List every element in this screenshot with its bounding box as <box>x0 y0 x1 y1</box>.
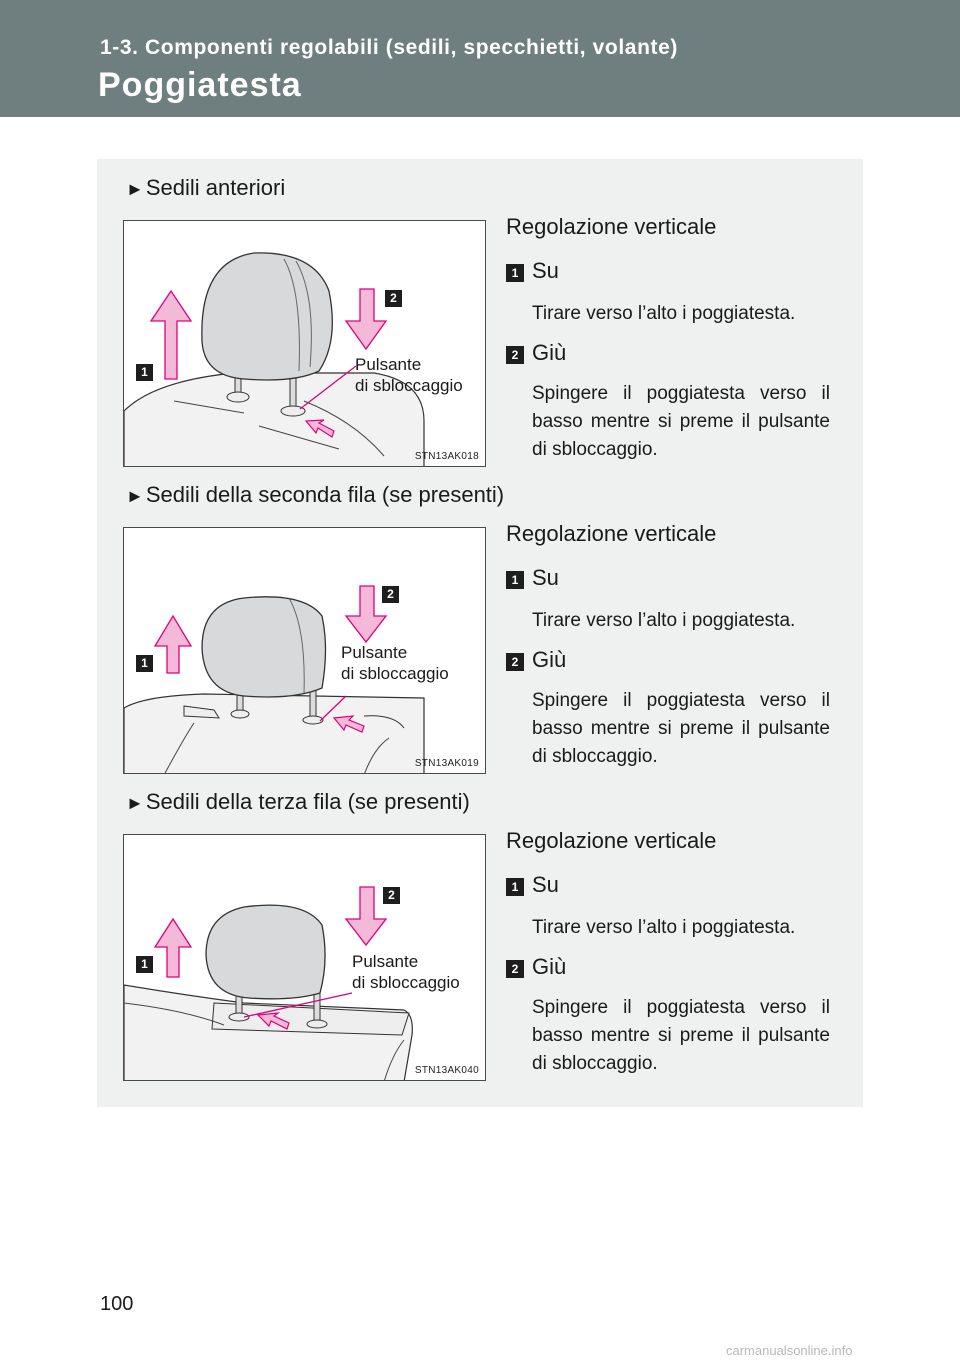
page-number: 100 <box>100 1293 134 1315</box>
step-badge: 2 <box>506 960 524 978</box>
step-description: Spingere il poggiatesta verso il basso m… <box>532 383 830 460</box>
adjustment-title: Regolazione verticale <box>506 828 717 853</box>
section-heading: ►Sedili anteriori <box>126 175 286 200</box>
step-2-badge-figure: 2 <box>382 586 399 603</box>
section-third-row: ►Sedili della terza fila (se presenti) 1… <box>97 773 863 1081</box>
step-2-badge-figure: 2 <box>385 290 402 307</box>
step-badge: 2 <box>506 653 524 671</box>
headrest-figure-front: 1 2 Pulsante di sbloccaggio STN13AK018 <box>123 220 486 467</box>
release-button-callout: Pulsante di sbloccaggio <box>341 643 449 683</box>
step-2-badge-figure: 2 <box>383 887 400 904</box>
step-label: Giù <box>532 647 567 672</box>
headrest-figure-third-row: 1 2 Pulsante di sbloccaggio STN13AK040 <box>123 834 486 1081</box>
page-header: 1-3. Componenti regolabili (sedili, spec… <box>0 0 960 117</box>
step-badge: 1 <box>506 264 524 282</box>
step-description: Tirare verso l’alto i poggiatesta. <box>532 917 796 938</box>
adjustment-title: Regolazione verticale <box>506 214 717 239</box>
bullet-triangle-icon: ► <box>126 793 144 813</box>
step-label: Su <box>532 872 559 897</box>
step-badge: 1 <box>506 878 524 896</box>
watermark[interactable]: carmanualsonline.info <box>726 1343 853 1358</box>
adjustment-title: Regolazione verticale <box>506 521 717 546</box>
page-title: Poggiatesta <box>98 66 302 104</box>
step-badge: 1 <box>506 571 524 589</box>
release-button-callout: Pulsante di sbloccaggio <box>352 952 460 992</box>
section-second-row: ►Sedili della seconda fila (se presenti) <box>97 466 863 774</box>
content-panel: ►Sedili anteriori <box>97 159 863 1107</box>
section-heading: ►Sedili della seconda fila (se presenti) <box>126 482 505 507</box>
step-1-badge-figure: 1 <box>136 364 153 381</box>
step-badge: 2 <box>506 346 524 364</box>
step-label: Giù <box>532 954 567 979</box>
step-description: Spingere il poggiatesta verso il basso m… <box>532 997 830 1074</box>
step-1-badge-figure: 1 <box>136 655 153 672</box>
section-heading: ►Sedili della terza fila (se presenti) <box>126 789 470 814</box>
step-label: Su <box>532 565 559 590</box>
step-1-badge-figure: 1 <box>136 956 153 973</box>
bullet-triangle-icon: ► <box>126 486 144 506</box>
headrest-figure-second-row: 1 2 Pulsante di sbloccaggio STN13AK019 <box>123 527 486 774</box>
section-front-seats: ►Sedili anteriori <box>97 159 863 467</box>
headrest-illustration <box>124 585 425 773</box>
step-label: Su <box>532 258 559 283</box>
step-description: Tirare verso l’alto i poggiatesta. <box>532 303 796 324</box>
headrest-illustration <box>124 252 425 466</box>
step-description: Spingere il poggiatesta verso il basso m… <box>532 690 830 767</box>
figure-code: STN13AK040 <box>414 1065 479 1076</box>
figure-code: STN13AK019 <box>414 758 479 769</box>
step-label: Giù <box>532 340 567 365</box>
figure-code: STN13AK018 <box>414 451 479 462</box>
headrest-illustration <box>124 886 413 1080</box>
release-button-callout: Pulsante di sbloccaggio <box>355 355 463 395</box>
step-description: Tirare verso l’alto i poggiatesta. <box>532 610 796 631</box>
chapter-title: 1-3. Componenti regolabili (sedili, spec… <box>100 36 678 59</box>
bullet-triangle-icon: ► <box>126 179 144 199</box>
